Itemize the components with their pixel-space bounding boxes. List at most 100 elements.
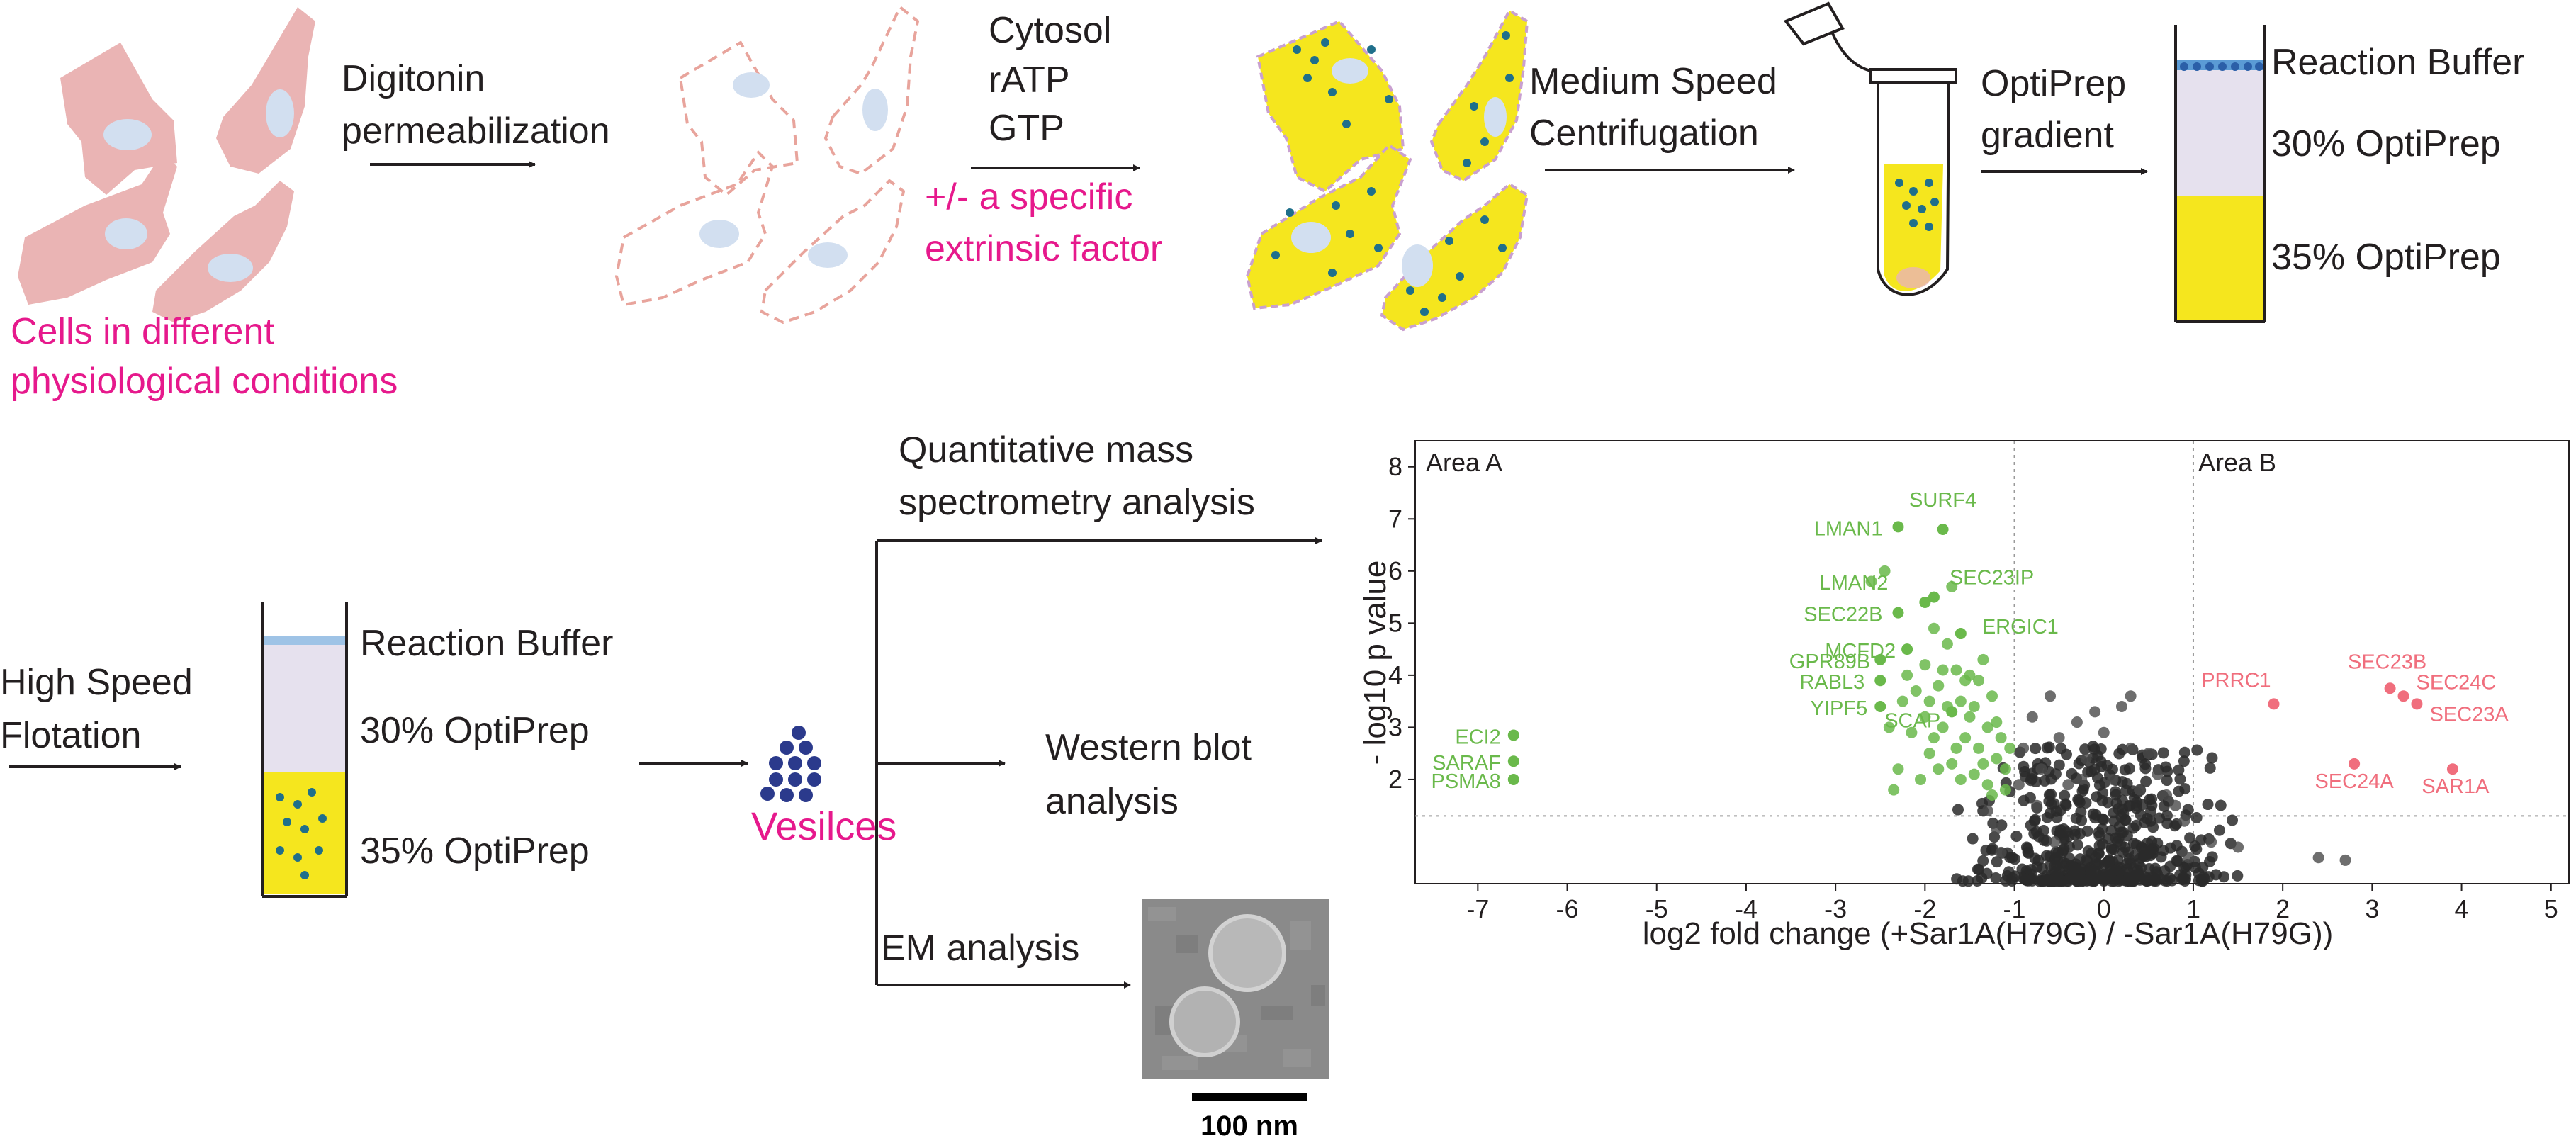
bottom-gradient-labels: Reaction Buffer 30% OptiPrep 35% OptiPre… xyxy=(360,623,624,872)
point-label: PRRC1 xyxy=(2201,669,2271,692)
grey-point xyxy=(2058,843,2070,855)
grey-point xyxy=(2119,764,2131,776)
x-tick-label: -1 xyxy=(2003,894,2026,923)
grey-point xyxy=(2035,763,2047,775)
area-a-points xyxy=(1507,521,2016,801)
grey-point xyxy=(2204,762,2216,774)
grey-point xyxy=(2161,775,2173,787)
x-tick-label: 0 xyxy=(2097,894,2111,923)
x-tick-label: -2 xyxy=(1913,894,1936,923)
y-tick-label: 5 xyxy=(1388,608,1402,637)
green-point xyxy=(1919,711,1931,723)
green-point xyxy=(1874,653,1886,665)
grey-point xyxy=(2041,742,2053,754)
green-point xyxy=(1937,524,1949,535)
permeabilized-nuclei xyxy=(699,72,888,268)
grey-point xyxy=(2042,874,2054,886)
grey-point xyxy=(2178,755,2190,767)
grey-point xyxy=(2133,871,2145,883)
point-label: GPR89B xyxy=(1789,651,1870,673)
grey-point xyxy=(2312,852,2324,864)
green-point xyxy=(1896,695,1908,707)
grey-point xyxy=(2178,815,2190,827)
grey-point xyxy=(2030,826,2042,838)
green-point xyxy=(1991,716,2003,728)
green-point xyxy=(1959,675,1972,687)
reagents-label: Cytosol rATP GTP xyxy=(989,10,1122,149)
green-point xyxy=(1981,779,1993,791)
grey-point xyxy=(2183,852,2195,864)
green-point xyxy=(1888,784,1900,796)
green-point xyxy=(1874,701,1886,712)
area-b-points xyxy=(2268,682,2458,775)
red-point xyxy=(2349,758,2361,770)
green-point xyxy=(1995,732,2007,744)
green-point xyxy=(1986,789,1998,801)
green-point xyxy=(1959,732,1972,744)
grey-point xyxy=(2190,811,2203,823)
grey-point xyxy=(2102,797,2114,809)
grey-point xyxy=(2039,775,2051,787)
optiprep-gradient-label: OptiPrep gradient xyxy=(1981,63,2137,156)
grey-point xyxy=(2096,823,2108,835)
grey-point xyxy=(2071,716,2083,728)
red-point xyxy=(2384,682,2396,694)
y-tick-label: 6 xyxy=(1388,556,1402,585)
grey-point xyxy=(2040,850,2052,862)
grey-point xyxy=(2082,845,2094,857)
grey-point xyxy=(2139,762,2152,775)
green-point xyxy=(1986,690,1998,702)
grey-point xyxy=(2013,779,2025,791)
grey-point xyxy=(2030,743,2042,755)
grey-point xyxy=(2150,866,2162,878)
grey-point xyxy=(2232,870,2244,882)
grey-point xyxy=(2177,871,2189,883)
grey-point xyxy=(2070,812,2082,824)
permeabilized-cells-icon xyxy=(614,4,920,325)
grey-point xyxy=(2215,799,2227,811)
grey-point xyxy=(2072,794,2084,806)
x-tick-label: -6 xyxy=(1556,894,1579,923)
grey-point xyxy=(2142,748,2154,760)
x-tick-label: -5 xyxy=(1646,894,1668,923)
grey-point xyxy=(2074,828,2086,840)
x-tick-label: -7 xyxy=(1466,894,1489,923)
grey-point xyxy=(2087,808,2099,820)
green-point xyxy=(1919,596,1931,608)
grey-point xyxy=(2018,742,2030,754)
reconstituted-vesicle-dots xyxy=(1271,31,1514,316)
grey-point xyxy=(2028,815,2040,827)
green-point xyxy=(1892,607,1904,619)
green-point xyxy=(1941,638,1953,650)
green-point xyxy=(1906,726,1918,738)
grey-point xyxy=(2070,870,2082,882)
grey-point xyxy=(2121,777,2133,789)
x-tick-label: -3 xyxy=(1824,894,1847,923)
grey-point xyxy=(2339,854,2351,866)
grey-point xyxy=(2048,860,2060,872)
grey-point xyxy=(2161,789,2173,801)
grey-point xyxy=(2010,831,2023,843)
grey-point xyxy=(2105,842,2117,854)
extrinsic-factor-note: +/- a specific extrinsic factor xyxy=(925,176,1162,269)
y-tick-label: 4 xyxy=(1388,660,1402,690)
top-gradient-labels: Reaction Buffer 30% OptiPrep 35% OptiPre… xyxy=(2271,42,2535,278)
grey-point xyxy=(2053,732,2065,744)
grey-point xyxy=(2191,744,2203,756)
area-a-label: Area A xyxy=(1426,448,1502,477)
y-tick-label: 8 xyxy=(1388,452,1402,481)
green-point xyxy=(1910,685,1922,697)
grey-point xyxy=(2043,789,2055,801)
green-point xyxy=(1973,675,1985,687)
grey-point xyxy=(2197,861,2209,873)
grey-point xyxy=(1977,855,1989,867)
grey-point xyxy=(2044,807,2056,819)
green-point xyxy=(1946,706,1958,718)
grey-point xyxy=(2091,858,2103,870)
grey-point xyxy=(2097,787,2109,799)
grey-point xyxy=(2009,853,2021,865)
grey-point xyxy=(2049,836,2061,848)
green-point xyxy=(1946,758,1958,770)
